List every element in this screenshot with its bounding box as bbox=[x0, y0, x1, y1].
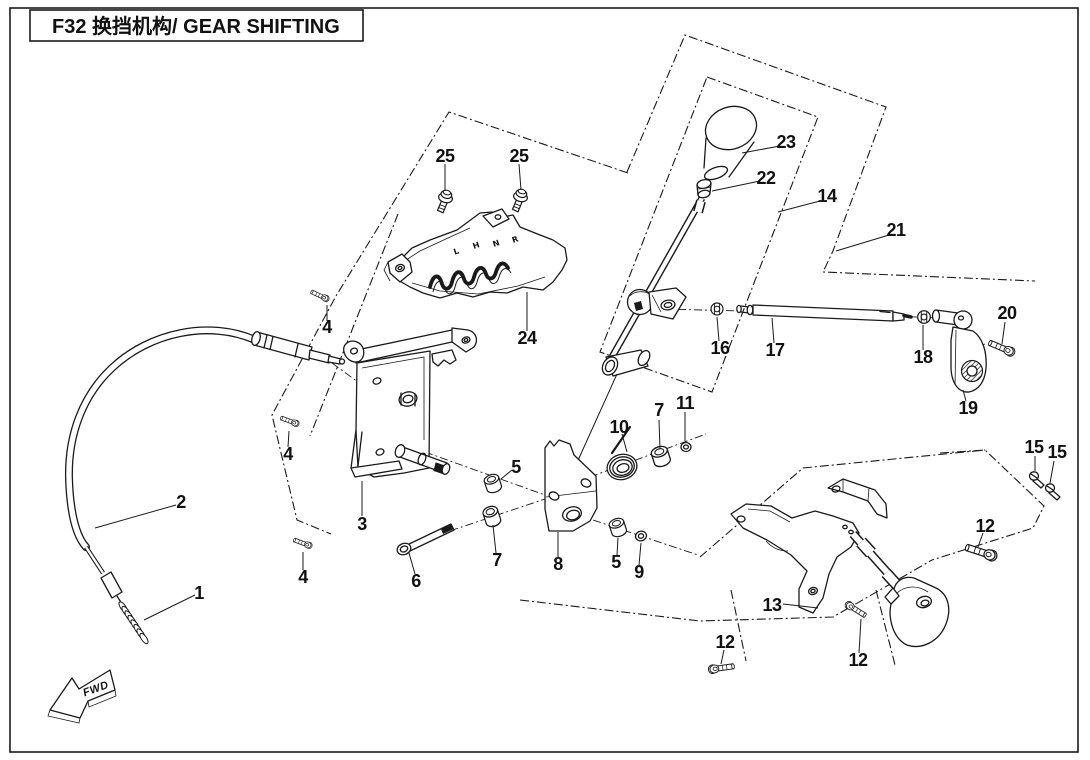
shift-gate-slot-shadow bbox=[432, 268, 512, 295]
lever-bottom-tube bbox=[601, 349, 651, 377]
screw-15b bbox=[1044, 483, 1061, 501]
linkage-rod bbox=[736, 304, 913, 322]
knob-adapter bbox=[696, 178, 712, 199]
nut-16 bbox=[710, 302, 724, 316]
callout-4c: 4 bbox=[298, 567, 308, 587]
callout-3: 3 bbox=[357, 514, 367, 534]
shift-gate-slot bbox=[428, 261, 510, 291]
bolt-12a bbox=[963, 541, 999, 563]
gate-plate: L H N R bbox=[383, 208, 568, 299]
callout-15b: 15 bbox=[1047, 442, 1067, 462]
callout-24: 24 bbox=[517, 328, 537, 348]
gate-letter-n: N bbox=[492, 238, 501, 249]
mounting-bracket bbox=[343, 327, 478, 478]
boundary-right-zigzag bbox=[931, 449, 1045, 561]
callout-12c: 12 bbox=[848, 650, 868, 670]
bolt-25b bbox=[509, 186, 530, 214]
fasteners bbox=[279, 186, 1061, 675]
screw-15a bbox=[1028, 471, 1045, 489]
callout-22: 22 bbox=[756, 168, 776, 188]
callout-5b: 5 bbox=[611, 552, 621, 572]
gate-letter-l: L bbox=[452, 247, 460, 257]
pivot-plate bbox=[544, 439, 598, 532]
rubber-mount-block bbox=[884, 576, 950, 648]
callout-10: 10 bbox=[609, 417, 629, 437]
return-spring bbox=[118, 601, 149, 645]
callout-25a: 25 bbox=[435, 146, 455, 166]
callout-4b: 4 bbox=[283, 444, 293, 464]
callout-8: 8 bbox=[553, 554, 563, 574]
bolt-12c bbox=[843, 599, 869, 620]
callout-7b: 7 bbox=[654, 400, 664, 420]
callout-14: 14 bbox=[817, 186, 837, 206]
bolt-6 bbox=[396, 523, 455, 556]
callout-15a: 15 bbox=[1024, 437, 1044, 457]
callouts: 1 2 3 4 4 4 5 5 6 7 7 8 9 10 11 12 12 12… bbox=[176, 132, 1067, 670]
callout-12a: 12 bbox=[975, 516, 995, 536]
callout-13: 13 bbox=[762, 595, 782, 615]
bolt-4b bbox=[279, 414, 301, 428]
shift-lever-assembly bbox=[574, 105, 758, 468]
callout-17: 17 bbox=[765, 340, 785, 360]
callout-6: 6 bbox=[411, 571, 421, 591]
boundary-bottom bbox=[519, 559, 933, 622]
callout-4a: 4 bbox=[322, 317, 332, 337]
gate-letter-r: R bbox=[511, 234, 520, 244]
lever-bracket bbox=[730, 478, 950, 648]
pivot-shaft bbox=[394, 444, 451, 475]
cable-adjuster-barrel bbox=[251, 331, 346, 365]
callout-12b: 12 bbox=[715, 632, 735, 652]
shift-cable bbox=[64, 326, 346, 645]
cable-end-connector bbox=[100, 571, 123, 599]
bushing-5b bbox=[607, 516, 629, 540]
leader-lines bbox=[94, 145, 1055, 665]
washer-9 bbox=[634, 530, 648, 542]
nut-11 bbox=[680, 441, 692, 453]
callout-18: 18 bbox=[913, 347, 933, 367]
bushing-7a bbox=[480, 503, 503, 530]
hardware-row bbox=[396, 425, 692, 556]
callout-20: 20 bbox=[997, 303, 1017, 323]
boundary-bolt12b bbox=[730, 589, 747, 662]
title-box bbox=[29, 9, 364, 42]
shift-arm bbox=[931, 309, 987, 393]
boundary-left-inner bbox=[309, 213, 399, 437]
boundary-bolt12c bbox=[875, 589, 896, 666]
page-title: F32 换挡机构/ GEAR SHIFTING bbox=[52, 14, 340, 38]
shift-knob bbox=[703, 105, 758, 181]
callout-21: 21 bbox=[886, 220, 906, 240]
callout-19: 19 bbox=[958, 398, 978, 418]
bolt-25a bbox=[434, 187, 455, 215]
nut-18 bbox=[917, 310, 931, 324]
lever-arm bbox=[648, 287, 687, 320]
boundary-group-21 bbox=[626, 34, 1036, 282]
bolt-20 bbox=[986, 337, 1017, 359]
boundary-bracket-top bbox=[699, 449, 986, 558]
callout-1: 1 bbox=[194, 583, 204, 603]
bolt-4a bbox=[309, 288, 331, 304]
torsion-spring-10 bbox=[606, 425, 638, 481]
callout-25b: 25 bbox=[509, 146, 529, 166]
callout-11: 11 bbox=[676, 393, 695, 413]
callout-2: 2 bbox=[176, 492, 186, 512]
page-border: F32 换挡机构/ GEAR SHIFTING bbox=[9, 7, 1079, 753]
callout-5a: 5 bbox=[511, 457, 521, 477]
fwd-arrow: FWD bbox=[47, 669, 117, 724]
callout-16: 16 bbox=[710, 338, 730, 358]
callout-23: 23 bbox=[776, 132, 796, 152]
gate-letter-h: H bbox=[472, 240, 481, 251]
callout-9: 9 bbox=[634, 562, 644, 582]
bolt-4c bbox=[292, 536, 314, 550]
boundary-group-14 bbox=[599, 76, 819, 393]
bushing-5a bbox=[482, 472, 504, 496]
callout-7a: 7 bbox=[492, 550, 502, 570]
